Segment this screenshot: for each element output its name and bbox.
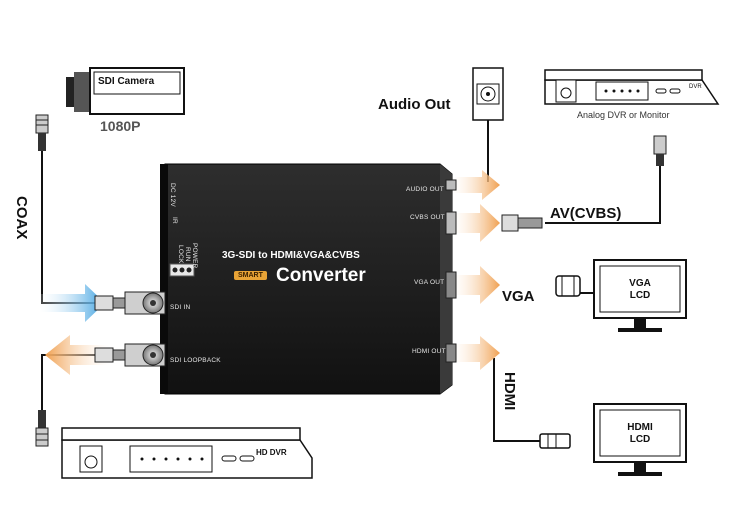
sdi-camera-label: SDI Camera [98,76,155,87]
ir-label: IR [171,217,178,224]
sdi-camera [66,67,185,115]
smart-badge: SMART [234,271,267,280]
hdmi-out-port-label: HDMI OUT [412,348,446,355]
hdmi-lcd-line1: HDMI [627,422,653,433]
coax-label: COAX [13,196,30,240]
converter-box [124,163,457,395]
hdmi-plug [539,433,571,449]
converter-name: Converter [276,265,366,286]
sdi-loop-arrow [45,335,110,375]
sdi-in-port-label: SDI IN [170,304,191,311]
hdmi-cable [493,358,540,442]
analog-dvr-device [544,69,720,105]
audio-out-port-label: AUDIO OUT [406,186,444,193]
av-cvbs-label: AV(CVBS) [550,205,622,222]
bnc-connector-bottom-left [35,410,49,447]
hdmi-lcd-label: HDMI LCD [600,422,680,446]
bnc-connector-dvr [653,135,667,166]
vga-label: VGA [502,288,535,305]
hd-dvr-device [61,427,313,479]
coax-cable-in [41,150,95,304]
hd-dvr-label: HD DVR [256,448,287,457]
vga-lcd-line2: LCD [629,290,651,301]
sdi-in-plug [94,295,126,311]
vga-lcd-monitor [593,259,687,332]
vga-plug [555,275,581,297]
audio-out-label: Audio Out [378,96,451,113]
vga-out-arrow [452,266,500,304]
sdi-in-arrow [40,284,105,322]
sdi-loop-bnc-port [124,343,166,367]
audio-speaker-device [472,67,504,121]
sdi-loopback-port-label: SDI LOOPBACK [170,357,221,364]
hdmi-lcd-monitor [593,403,687,476]
bnc-connector-top-left [35,114,49,151]
led-power-label: POWER [191,243,198,269]
vga-out-port-label: VGA OUT [414,279,445,286]
sdi-in-bnc-port [124,291,166,315]
camera-resolution-label: 1080P [100,118,141,134]
cvbs-bnc-plug [501,214,543,232]
cvbs-out-port-label: CVBS OUT [410,214,445,221]
vga-lcd-line1: VGA [629,278,651,289]
led-lock-label: LOCK [177,245,184,264]
vga-lcd-label: VGA LCD [600,278,680,302]
converter-title: 3G-SDI to HDMI&VGA&CVBS [222,250,360,261]
hdmi-label: HDMI [501,372,518,411]
led-run-label: RUN [184,247,191,262]
sdi-loop-plug [94,347,126,363]
dvr-tag-label: DVR [689,84,702,90]
audio-out-arrow [452,170,500,200]
cvbs-out-arrow [452,204,500,242]
hdmi-out-arrow [452,336,500,370]
dc12v-label: DC 12V [169,183,176,207]
hdmi-lcd-line2: LCD [629,434,651,445]
cvbs-cable [545,162,661,224]
dvr-caption: Analog DVR or Monitor [577,110,670,120]
